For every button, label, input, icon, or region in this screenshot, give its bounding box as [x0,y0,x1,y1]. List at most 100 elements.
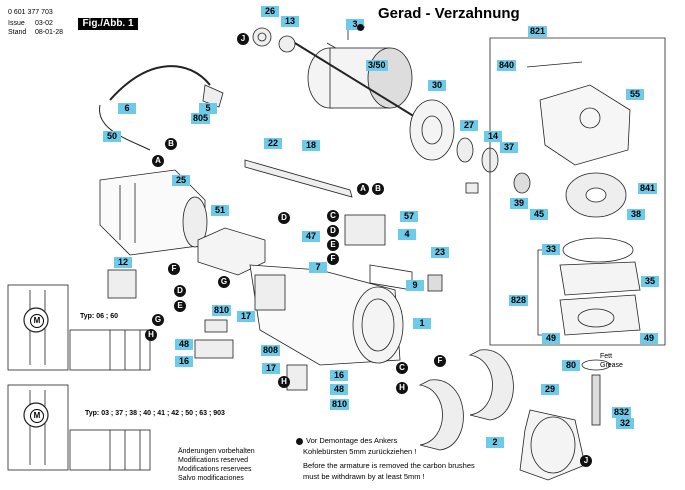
part-tag[interactable]: 35 [641,276,659,287]
part-tag[interactable]: 48 [175,339,193,350]
part-tag[interactable]: 55 [626,89,644,100]
connection-marker: G [218,276,230,288]
part-tag[interactable]: 3/50 [366,60,388,71]
connection-marker: C [327,210,339,222]
part-tag[interactable]: 51 [211,205,229,216]
part-tag[interactable]: 48 [330,384,348,395]
part-tag[interactable]: 17 [262,363,280,374]
part-tag[interactable]: 7 [309,262,327,273]
type-list-2: Typ: 03 ; 37 ; 38 ; 40 ; 41 ; 42 ; 50 ; … [85,410,225,417]
changes-note-2: Modifications reservees [178,466,252,473]
connection-marker: J [237,33,249,45]
changes-note-1: Modifications reserved [178,457,249,464]
part-tag[interactable]: 50 [103,131,121,142]
connection-marker: J [580,455,592,467]
page-title: Gerad - Verzahnung [378,5,520,22]
connection-marker: F [434,355,446,367]
part-number: 0 601 377 703 [8,9,53,16]
part-tag[interactable]: 16 [330,370,348,381]
part-tag[interactable]: 32 [616,418,634,429]
motor-symbol: M [30,409,44,423]
connection-marker: B [165,138,177,150]
part-tag[interactable]: 4 [398,229,416,240]
note-dot-icon [296,438,303,445]
part-tag[interactable]: 14 [484,131,502,142]
part-tag[interactable]: 808 [261,345,281,356]
part-tag[interactable]: 828 [509,295,529,306]
part-tag[interactable]: 840 [497,60,517,71]
part-tag[interactable]: 26 [261,6,279,17]
part-tag[interactable]: 841 [638,183,658,194]
armature-note-dot-icon [357,24,364,31]
changes-note-0: Änderungen vorbehalten [178,448,255,455]
part-tag[interactable]: 805 [191,113,211,124]
part-tag[interactable]: 6 [118,103,136,114]
connection-marker: B [372,183,384,195]
gear-head-drawing [539,84,641,426]
connection-marker: F [327,253,339,265]
part-tag[interactable]: 9 [406,280,424,291]
stand-value: 08-01-28 [35,29,64,36]
connection-marker: F [168,263,180,275]
part-tag[interactable]: 13 [281,16,299,27]
figure-label: Fig./Abb. 1 [78,18,138,30]
wiring-diagram-2 [7,384,151,471]
stand-label: Stand [8,29,27,36]
part-tag[interactable]: 27 [460,120,478,131]
part-tag[interactable]: 821 [528,26,548,37]
motor-housing-drawing [99,169,208,256]
part-tag[interactable]: 49 [542,333,560,344]
changes-note-3: Salvo modificaciones [178,475,244,482]
connection-marker: C [396,362,408,374]
part-tag[interactable]: 38 [627,209,645,220]
connection-marker: D [174,285,186,297]
assembly-note-0: Vor Demontage des Ankers [306,436,398,445]
part-tag[interactable]: 16 [175,356,193,367]
grease-note-de: Fett [600,353,613,360]
connection-marker: D [278,212,290,224]
part-tag[interactable]: 832 [612,407,632,418]
assembly-note-3: must be withdrawn by at least 5mm ! [303,472,425,481]
part-tag[interactable]: 30 [428,80,446,91]
part-tag[interactable]: 18 [302,140,320,151]
part-tag[interactable]: 810 [212,305,232,316]
connection-marker: E [327,239,339,251]
connection-marker: A [152,155,164,167]
connection-marker: H [278,376,290,388]
connection-marker: G [152,314,164,326]
assembly-note-2: Before the armature is removed the carbo… [303,461,475,470]
part-tag[interactable]: 22 [264,138,282,149]
part-tag[interactable]: 1 [413,318,431,329]
motor-symbol: M [30,314,44,328]
part-tag[interactable]: 39 [510,198,528,209]
part-tag[interactable]: 3 [346,19,364,30]
part-tag[interactable]: 37 [500,142,518,153]
assembly-note-1: Kohlebürsten 5mm zurückziehen ! [303,447,417,456]
part-tag[interactable]: 23 [431,247,449,258]
part-tag[interactable]: 25 [172,175,190,186]
connection-marker: H [396,382,408,394]
connection-marker: D [327,225,339,237]
main-housing-drawing [249,264,404,366]
part-tag[interactable]: 810 [330,399,350,410]
part-tag[interactable]: 29 [541,384,559,395]
part-tag[interactable]: 12 [114,257,132,268]
part-tag[interactable]: 2 [486,437,504,448]
part-tag[interactable]: 49 [640,333,658,344]
part-tag[interactable]: 17 [237,311,255,322]
connection-marker: H [145,329,157,341]
grease-note-en: Grease [600,362,623,369]
part-tag[interactable]: 5 [199,103,217,114]
part-tag[interactable]: 80 [562,360,580,371]
part-tag[interactable]: 33 [542,244,560,255]
part-tag[interactable]: 45 [530,209,548,220]
type-list-1: Typ: 06 ; 60 [80,313,118,320]
connection-marker: E [174,300,186,312]
part-tag[interactable]: 57 [400,211,418,222]
issue-value: 03-02 [35,20,53,27]
field-coil-drawing [418,349,514,451]
issue-label: Issue [8,20,25,27]
part-tag[interactable]: 47 [302,231,320,242]
armature-drawing [289,39,421,121]
